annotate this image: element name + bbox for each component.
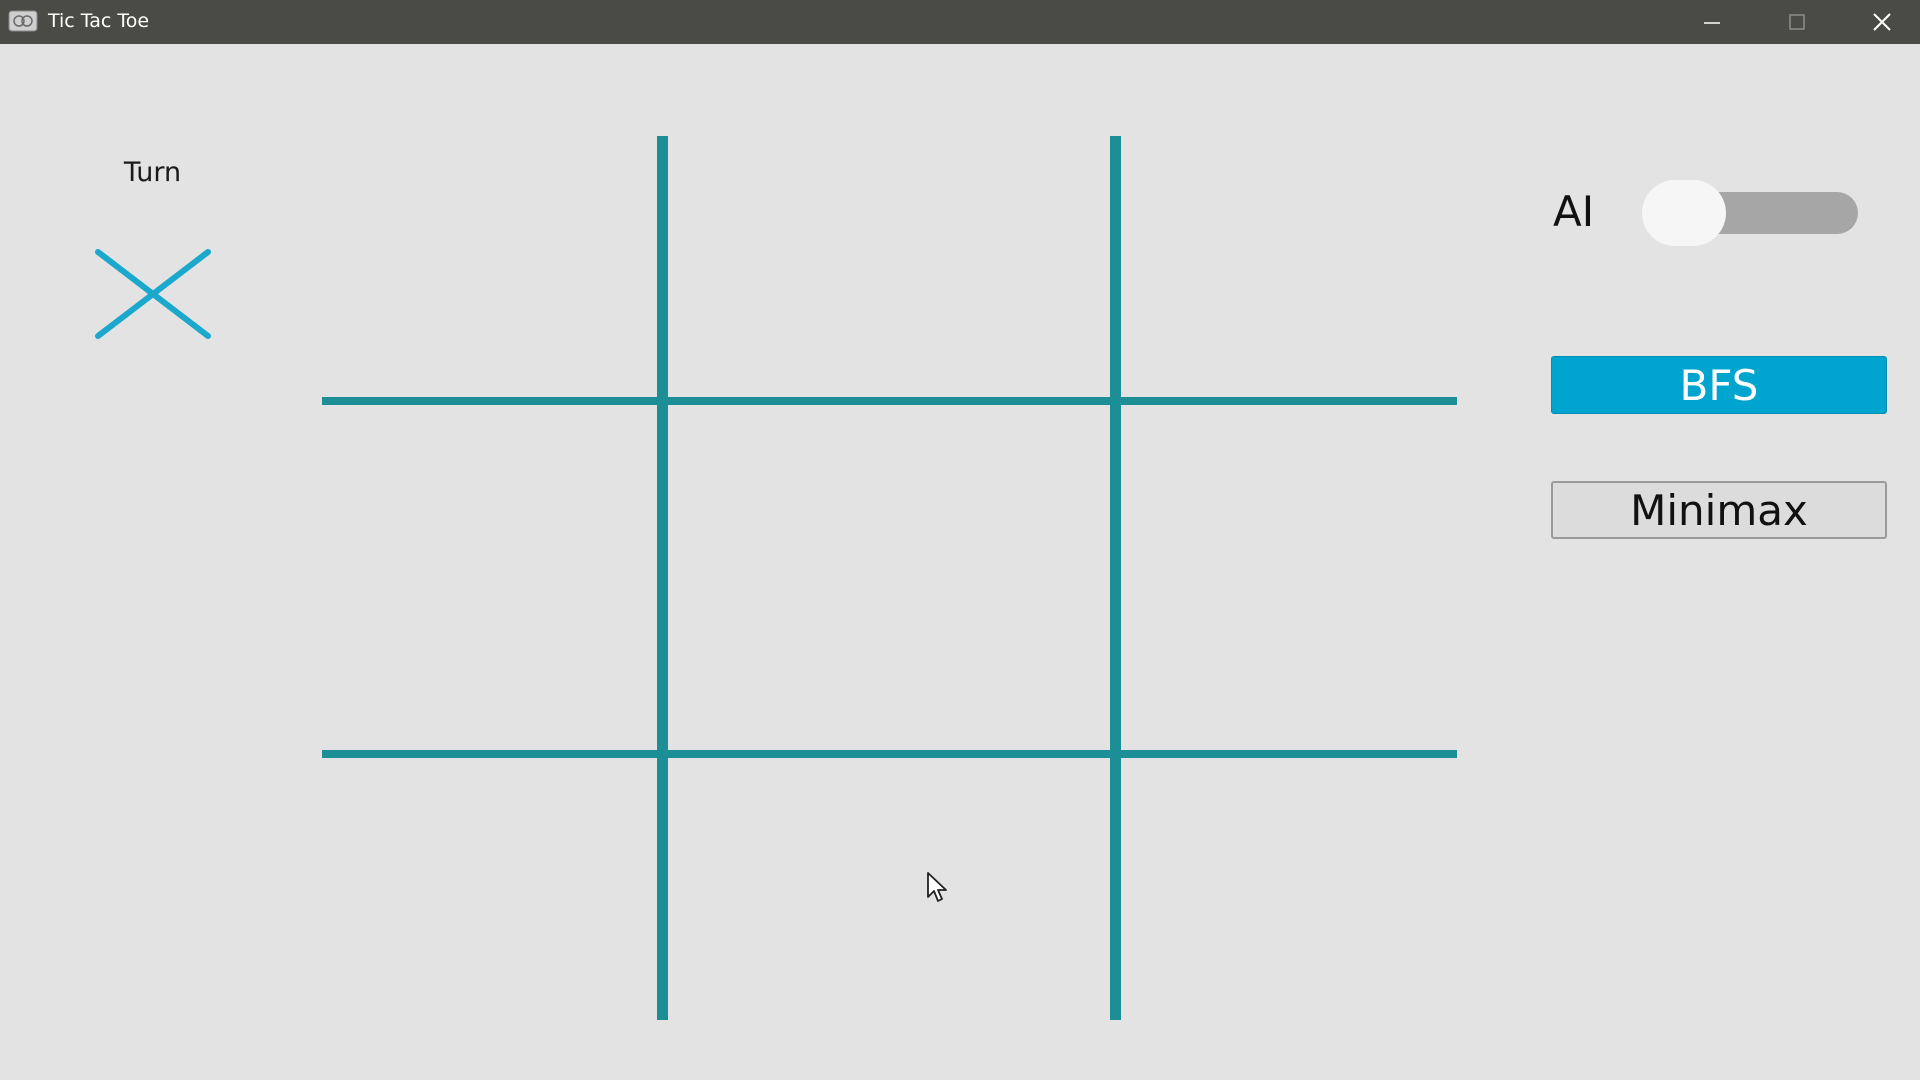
board-line-vertical-2 — [1110, 136, 1121, 1020]
game-board — [320, 136, 1460, 1020]
board-line-horizontal-1 — [322, 397, 1457, 405]
maximize-icon — [1789, 14, 1805, 30]
board-cell-5[interactable] — [1121, 405, 1460, 750]
board-line-vertical-1 — [657, 136, 668, 1020]
ai-toggle[interactable] — [1642, 180, 1862, 246]
minimize-button[interactable] — [1676, 0, 1748, 44]
board-cell-7[interactable] — [668, 758, 1110, 1020]
turn-x-icon — [95, 249, 211, 339]
board-cell-0[interactable] — [320, 136, 657, 397]
close-icon — [1873, 13, 1891, 31]
maximize-button[interactable] — [1761, 0, 1833, 44]
board-cell-8[interactable] — [1121, 758, 1460, 1020]
board-cell-6[interactable] — [320, 758, 657, 1020]
app-icon — [8, 10, 38, 32]
window-title: Tic Tac Toe — [48, 10, 150, 32]
close-button[interactable] — [1846, 0, 1918, 44]
ai-toggle-knob[interactable] — [1642, 180, 1726, 246]
board-cell-3[interactable] — [320, 405, 657, 750]
minimize-icon — [1704, 22, 1720, 24]
title-bar[interactable]: Tic Tac Toe — [0, 0, 1920, 44]
board-cell-2[interactable] — [1121, 136, 1460, 397]
minimax-button[interactable]: Minimax — [1551, 481, 1887, 539]
board-cell-4[interactable] — [668, 405, 1110, 750]
board-line-horizontal-2 — [322, 750, 1457, 758]
mouse-cursor-icon — [927, 872, 947, 902]
bfs-button[interactable]: BFS — [1551, 356, 1887, 414]
board-cell-1[interactable] — [668, 136, 1110, 397]
turn-label: Turn — [123, 157, 182, 188]
ai-label: AI — [1553, 187, 1595, 236]
